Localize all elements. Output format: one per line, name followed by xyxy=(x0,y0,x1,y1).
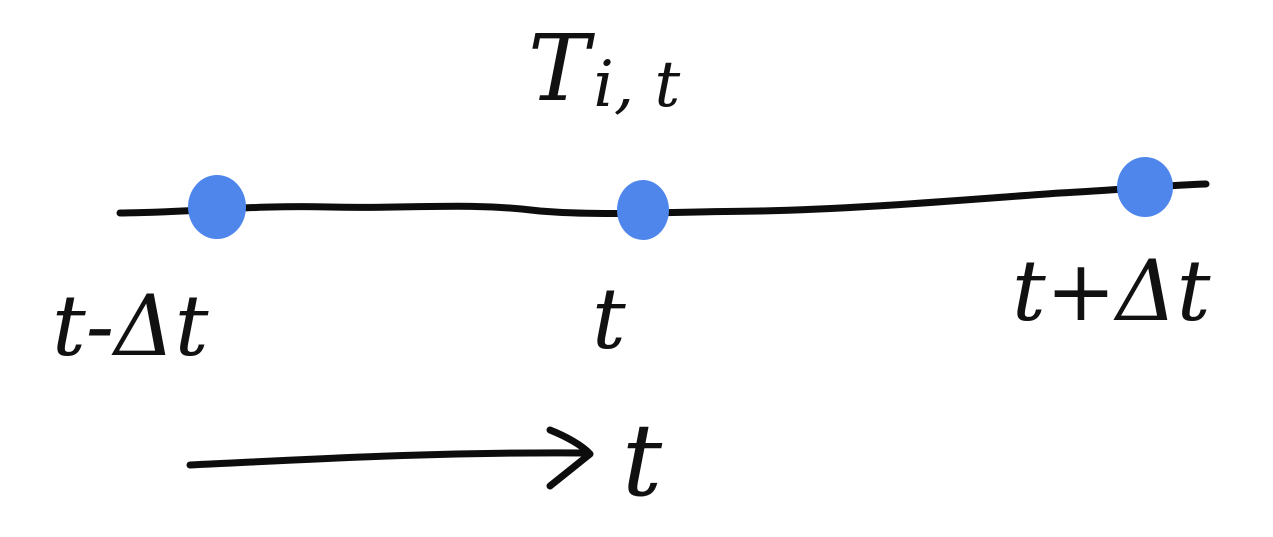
point-label-t: t xyxy=(592,270,626,368)
timeline-points xyxy=(188,157,1173,240)
point-label-t-minus-dt: t-Δt xyxy=(52,277,209,375)
axis-label: t xyxy=(622,402,663,519)
point-t xyxy=(617,180,669,240)
point-t-minus-dt xyxy=(188,175,246,239)
title-main: T xyxy=(528,15,595,122)
point-label-t-plus-dt: t+Δt xyxy=(1012,242,1211,340)
axis-arrow-shaft xyxy=(186,449,589,469)
title-subscript: i, t xyxy=(593,48,680,122)
diagram-title: Ti, t xyxy=(528,15,681,122)
axis-arrow-head xyxy=(546,426,594,490)
point-t-plus-dt xyxy=(1117,157,1173,217)
